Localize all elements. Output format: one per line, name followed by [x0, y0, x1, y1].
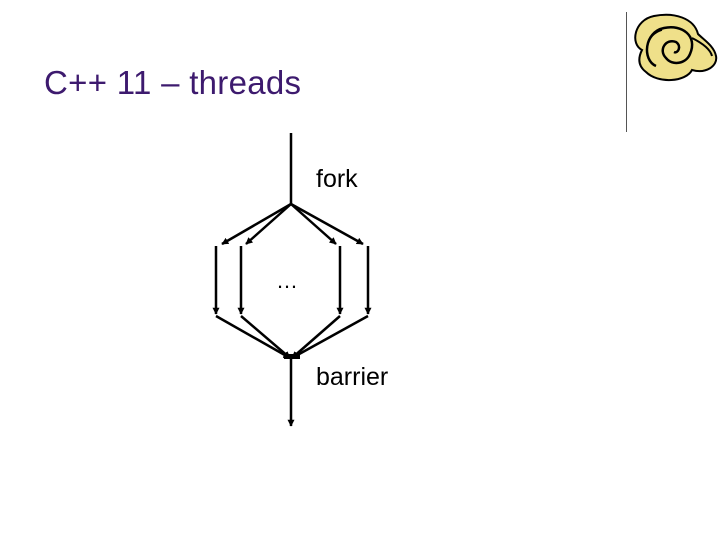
join-edge	[291, 314, 369, 360]
fork-label: fork	[316, 165, 358, 193]
fork-edge	[290, 202, 364, 246]
fork-edge	[290, 203, 337, 245]
barrier-label: barrier	[316, 363, 389, 391]
slide-title: C++ 11 – threads	[44, 64, 302, 101]
join-edge	[240, 315, 291, 359]
barrier-bar	[284, 354, 300, 359]
fork-edge	[245, 203, 292, 245]
fork-edge	[221, 202, 292, 246]
threads-ellipsis: …	[276, 268, 298, 293]
join-edge	[291, 315, 341, 359]
title-divider	[626, 12, 627, 132]
join-edge	[215, 314, 291, 360]
scroll-icon	[628, 10, 720, 84]
